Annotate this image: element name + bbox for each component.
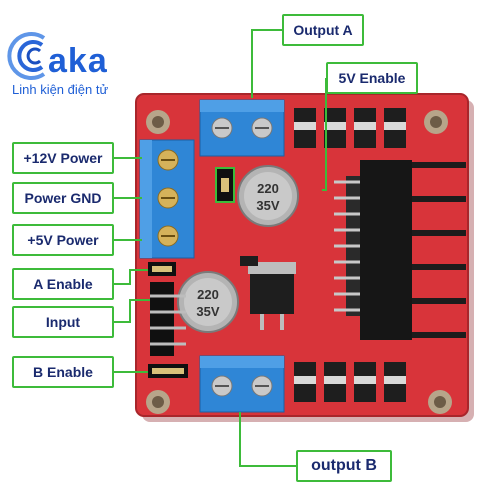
label-output-b: output B [296,450,392,482]
mount-hole [146,390,170,414]
callout-leaders [112,29,327,467]
label-b-enable: B Enable [12,356,114,388]
cap-bottom-value: 220 [197,287,219,302]
label-power-gnd: Power GND [12,182,114,214]
mount-hole [428,390,452,414]
label-5v-enable: 5V Enable [326,62,418,94]
capacitor-top: 220 35V [237,165,299,227]
cap-top-voltage: 35V [256,198,279,213]
output-a-terminal [199,99,285,157]
label-a-enable: A Enable [12,268,114,300]
label-output-a: Output A [282,14,364,46]
brand-logo: aka [48,42,108,80]
voltage-regulator [248,262,296,330]
label-12v-power: +12V Power [12,142,114,174]
input-header-pins [150,282,186,356]
power-terminal [139,139,195,259]
output-b-terminal [199,355,285,413]
jumper-a-enable [148,262,176,276]
mount-hole [146,110,170,134]
capacitor-bottom: 220 35V [177,271,239,333]
label-input: Input [12,306,114,338]
cap-top-value: 220 [257,181,279,196]
logo-swirl-icon [7,32,46,80]
cap-bottom-voltage: 35V [196,304,219,319]
smd-resistor [240,256,258,266]
label-5v-power: +5V Power [12,224,114,256]
jumper-5v-enable [215,167,235,203]
diode-row-top [294,108,406,148]
brand-tagline: Linh kiện điện tử [12,82,109,97]
diode-row-bottom [294,362,406,402]
mount-hole [424,110,448,134]
jumper-b-enable [148,364,188,378]
driver-ic-pins [334,180,360,312]
